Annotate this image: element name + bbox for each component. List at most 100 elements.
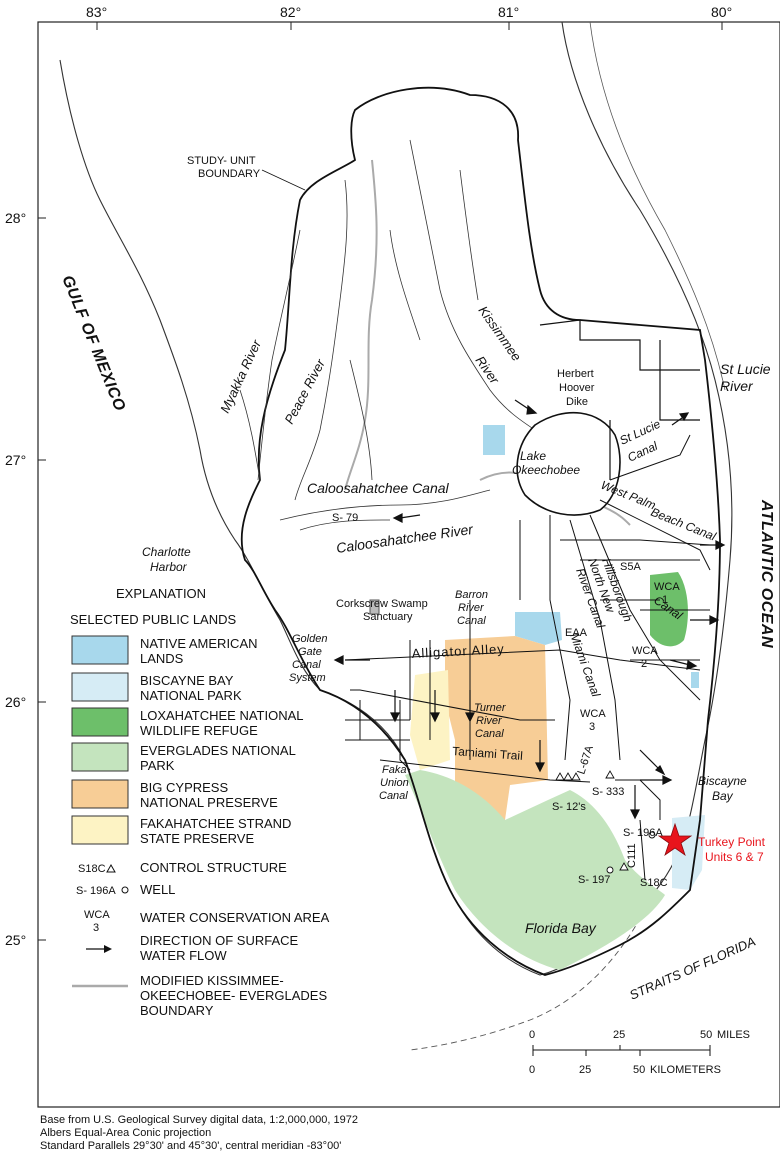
golden-gate-label-4: System [289, 672, 326, 684]
s333-label: S- 333 [592, 786, 624, 798]
lat-28: 28° [5, 210, 26, 226]
scale-km-25: 25 [579, 1064, 591, 1076]
lat-25: 25° [5, 932, 26, 948]
canal-network [344, 434, 711, 881]
corkscrew-label-1: Corkscrew Swamp [336, 598, 428, 610]
legend-control-text: CONTROL STRUCTURE [140, 860, 287, 875]
legend-swatch-everglades [71, 742, 129, 772]
legend-native-1: NATIVE AMERICAN [140, 636, 258, 651]
wca2-label-b: 2 [641, 658, 647, 670]
legend-wca-text: WATER CONSERVATION AREA [140, 910, 330, 925]
legend-control-code: S18C [78, 863, 106, 875]
wca1-label-a: WCA [654, 581, 680, 593]
scale-bar: 0 25 50 MILES 0 25 50 KILOMETERS [529, 1029, 750, 1076]
c111-label: C111 [626, 843, 638, 868]
legend-well-text: WELL [140, 882, 175, 897]
longitude-ticks: 83° 82° 81° 80° [86, 4, 732, 30]
lon-80: 80° [711, 4, 732, 20]
study-unit-boundary [240, 86, 721, 976]
legend-boundary-3: BOUNDARY [140, 1003, 214, 1018]
lake-okeechobee [516, 411, 621, 516]
barron-label-2: River [458, 602, 485, 614]
coastline-inner [589, 21, 726, 391]
study-unit-label-2: BOUNDARY [198, 168, 261, 180]
turner-label-1: Turner [474, 702, 507, 714]
legend-loxahatchee-2: WILDLIFE REFUGE [140, 723, 258, 738]
lat-26: 26° [5, 694, 26, 710]
credit-line-1: Base from U.S. Geological Survey digital… [40, 1114, 358, 1126]
legend-fakahatchee-2: STATE PRESERVE [140, 831, 254, 846]
biscayne-bay-label-1: Biscayne [698, 774, 747, 788]
lake-label-2: Okeechobee [512, 463, 580, 477]
corkscrew-label-2: Sanctuary [363, 611, 413, 623]
atlantic-ocean-label: ATLANTIC OCEAN [758, 499, 775, 648]
keys-coast [409, 899, 651, 1051]
legend-swatch-biscayne [71, 672, 129, 702]
legend-native-2: LANDS [140, 651, 184, 666]
legend-bigcypress-2: NATIONAL PRESERVE [140, 795, 278, 810]
legend-swatch-big-cypress [71, 779, 129, 809]
turkey-point-label-1: Turkey Point [698, 835, 766, 849]
coastline [59, 21, 733, 976]
wells [606, 831, 656, 874]
legend-biscayne-2: NATIONAL PARK [140, 688, 242, 703]
scale-km-0: 0 [529, 1064, 535, 1076]
legend-well-code: S- 196A [76, 885, 116, 897]
credit-line-2: Albers Equal-Area Conic projection [40, 1127, 211, 1139]
legend: EXPLANATION SELECTED PUBLIC LANDS NATIVE… [70, 586, 330, 1018]
turner-label-2: River [476, 715, 503, 727]
legend-swatch-loxahatchee [71, 707, 129, 737]
wca2-label-a: WCA [632, 645, 658, 657]
herbert-label-2: Hoover [559, 382, 595, 394]
legend-flow-2: WATER FLOW [140, 948, 227, 963]
legend-boundary-1: MODIFIED KISSIMMEE- [140, 973, 284, 988]
s18c-label: S18C [640, 877, 668, 889]
scale-km-unit: KILOMETERS [650, 1064, 721, 1076]
legend-boundary-2: OKEECHOBEE- EVERGLADES [140, 988, 327, 1003]
st-lucie-river-label-2: River [720, 378, 754, 394]
biscayne-bay-park [672, 815, 705, 890]
map-frame [37, 21, 780, 1108]
lon-83: 83° [86, 4, 107, 20]
flow-arrows [333, 399, 726, 820]
faka-union-label-2: Union [380, 777, 409, 789]
legend-everglades-1: EVERGLADES NATIONAL [140, 743, 296, 758]
legend-bigcypress-1: BIG CYPRESS [140, 780, 228, 795]
turkey-point-label-2: Units 6 & 7 [705, 850, 764, 864]
lat-27: 27° [5, 452, 26, 468]
control-structures [555, 770, 629, 871]
s196a-label: S- 196A [623, 827, 663, 839]
wca3-label-b: 3 [589, 721, 595, 733]
native-american-lands [483, 425, 699, 688]
biscayne-bay-label-2: Bay [712, 789, 734, 803]
barron-label-3: Canal [457, 615, 486, 627]
scale-miles-25: 25 [613, 1029, 625, 1041]
legend-subtitle: SELECTED PUBLIC LANDS [70, 612, 236, 627]
scale-km-50: 50 [633, 1064, 645, 1076]
loxahatchee-refuge [650, 572, 688, 647]
st-lucie-river-label-1: St Lucie [720, 361, 771, 377]
charlotte-harbor-label-2: Harbor [150, 560, 188, 574]
s79-label: S- 79 [332, 512, 358, 524]
scale-miles-0: 0 [529, 1029, 535, 1041]
river-network [239, 139, 536, 531]
latitude-ticks: 28° 27° 26° 25° [5, 210, 46, 948]
legend-wca-code-2: 3 [93, 922, 99, 934]
legend-swatch-fakahatchee [71, 815, 129, 845]
legend-control-symbol [106, 863, 116, 873]
wca1-label-b: 1 [662, 594, 668, 606]
corkscrew-sanctuary [369, 599, 380, 615]
legend-well-symbol [121, 886, 129, 894]
credit-line-3: Standard Parallels 29°30' and 45°30', ce… [40, 1140, 341, 1152]
caloosahatchee-canal-label: Caloosahatchee Canal [307, 480, 450, 496]
golden-gate-label-1: Golden [292, 633, 327, 645]
lake-label-1: Lake [520, 449, 546, 463]
wca3-label-a: WCA [580, 708, 606, 720]
turkey-point-star [657, 822, 693, 857]
legend-everglades-2: PARK [140, 758, 175, 773]
legend-wca-code-1: WCA [84, 909, 110, 921]
herbert-label-3: Dike [566, 396, 588, 408]
florida-bay-label: Florida Bay [525, 920, 597, 936]
s5a-label: S5A [620, 561, 641, 573]
